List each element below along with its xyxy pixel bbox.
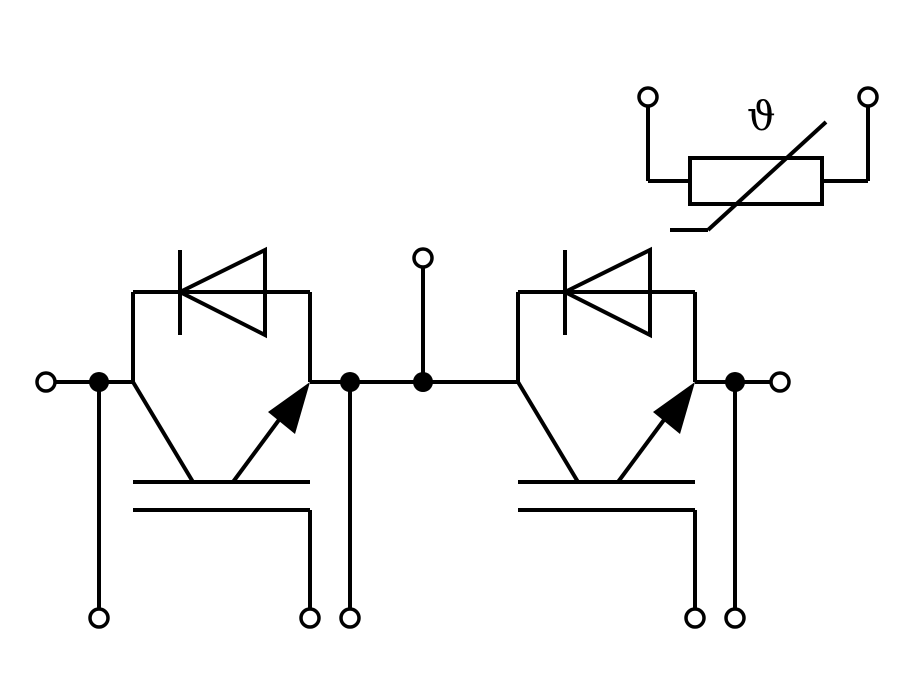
terminal-left-aux xyxy=(88,607,110,629)
ntc-terminal-left xyxy=(637,86,659,108)
igbt-right xyxy=(516,246,746,629)
terminal-midpoint xyxy=(412,247,434,269)
ntc-theta-label: ϑ xyxy=(747,94,776,140)
igbt-right-emitter-arrow xyxy=(653,382,695,434)
main-bus xyxy=(35,247,791,393)
igbt-left-emitter-arrow xyxy=(268,382,310,434)
junction-midpoint xyxy=(413,372,433,392)
terminal-left-emitter xyxy=(339,607,361,629)
terminal-right-gate xyxy=(684,607,706,629)
ntc-terminal-right xyxy=(857,86,879,108)
terminal-right-emitter xyxy=(724,607,746,629)
ntc-thermistor: ϑ xyxy=(637,86,879,232)
terminal-left-input xyxy=(35,371,57,393)
diode-right-triangle xyxy=(560,246,652,339)
diode-left-triangle xyxy=(175,246,267,339)
terminal-left-gate xyxy=(299,607,321,629)
igbt-left xyxy=(88,246,361,629)
igbt-left-collector xyxy=(131,380,195,484)
ntc-resistor-body xyxy=(688,156,824,206)
terminal-right-output xyxy=(769,371,791,393)
ntc-slash xyxy=(706,120,828,232)
igbt-right-collector xyxy=(516,380,580,484)
